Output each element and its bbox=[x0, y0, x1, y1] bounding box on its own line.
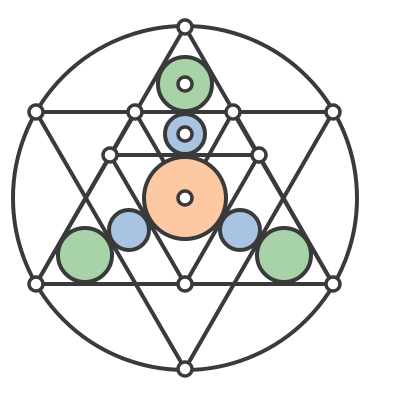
node-bottom bbox=[176, 360, 194, 378]
nodes bbox=[27, 18, 342, 378]
left-green-circle bbox=[56, 226, 114, 284]
node-right-upper bbox=[324, 103, 342, 121]
right-blue-circle bbox=[218, 208, 262, 252]
inner-line-right bbox=[231, 110, 335, 286]
node-left-lower bbox=[27, 275, 45, 293]
node-right-lower bbox=[324, 275, 342, 293]
node-center bbox=[176, 189, 194, 207]
node-top-blue bbox=[176, 125, 194, 143]
node-inner-left-top bbox=[126, 103, 144, 121]
node-inner-right-top bbox=[224, 103, 242, 121]
node-top bbox=[176, 18, 194, 36]
node-inner-right-mid bbox=[250, 146, 268, 164]
node-inner-left-mid bbox=[101, 146, 119, 164]
left-blue-circle bbox=[107, 208, 151, 252]
right-green-circle bbox=[255, 226, 313, 284]
node-top-green bbox=[176, 75, 194, 93]
node-bottom-mid bbox=[176, 275, 194, 293]
inner-line-left bbox=[34, 111, 137, 285]
node-left-upper bbox=[27, 103, 45, 121]
